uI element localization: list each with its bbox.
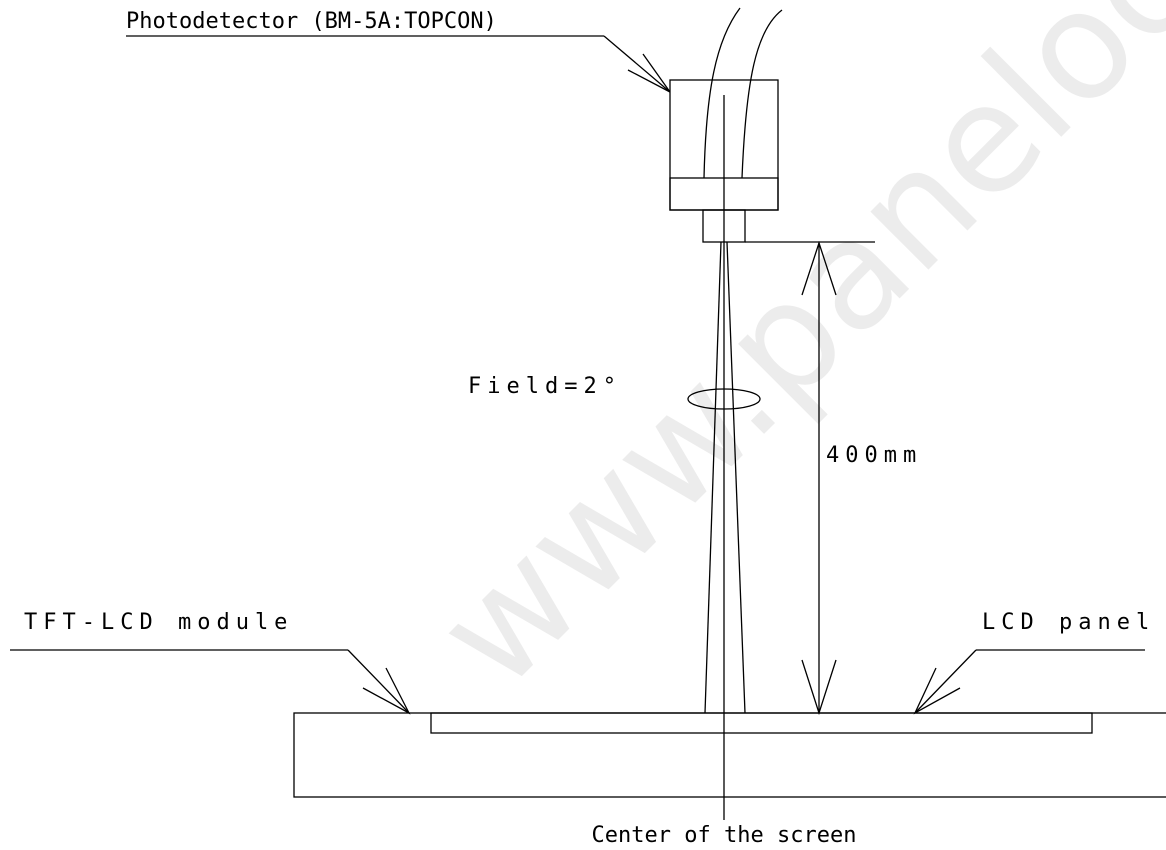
field-angle-label: Field=2°	[468, 374, 622, 399]
panel-label: LCD panel	[982, 610, 1155, 635]
field-cone-right	[726, 241, 746, 714]
panel-arrowhead	[913, 667, 961, 715]
photodetector-leader	[603, 35, 671, 93]
detector-cable-right	[741, 9, 783, 179]
panel-leader	[914, 649, 977, 714]
dimension-arrow-top	[801, 240, 837, 296]
lcd-panel	[430, 712, 1093, 734]
module-arrowhead	[362, 667, 411, 715]
tft-lcd-module	[293, 712, 1166, 798]
distance-label: 400mm	[826, 443, 922, 468]
detector-cable-left	[703, 7, 741, 179]
field-angle-ellipse	[687, 388, 761, 410]
photodetector-arrowhead	[627, 53, 671, 93]
photodetector-label: Photodetector (BM-5A:TOPCON)	[126, 9, 497, 34]
field-cone-left	[704, 241, 722, 714]
module-leader	[347, 649, 410, 714]
center-of-screen-label: Center of the screen	[592, 823, 857, 848]
module-label: TFT-LCD module	[24, 610, 293, 635]
